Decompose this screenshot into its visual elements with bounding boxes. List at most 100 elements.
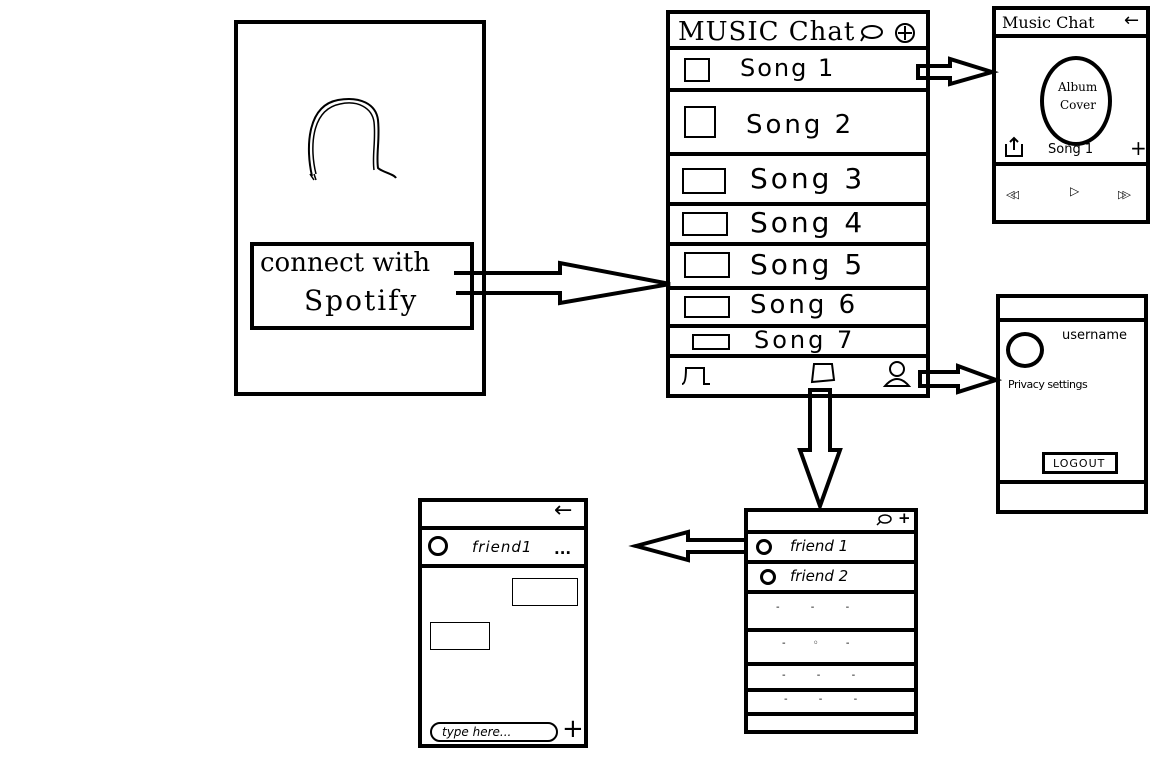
divider: [670, 202, 926, 206]
song-row[interactable]: Song 4: [670, 206, 926, 242]
placeholder-row: - - -: [748, 666, 914, 690]
search-icon[interactable]: [860, 24, 884, 42]
message-input-placeholder: type here...: [442, 725, 512, 739]
app-title: MUSIC Chat: [678, 17, 856, 47]
message-bubble-sent: [430, 622, 490, 650]
friend-avatar: [428, 536, 448, 556]
friend-avatar: [756, 539, 772, 555]
share-icon[interactable]: [1004, 136, 1024, 158]
message-input[interactable]: type here...: [430, 722, 558, 742]
divider: [670, 324, 926, 328]
placeholder-dots: - - -: [782, 670, 870, 681]
search-icon[interactable]: [876, 514, 892, 526]
divider: [422, 564, 584, 568]
song-row[interactable]: Song 2: [670, 92, 926, 152]
placeholder-dots: - - -: [784, 694, 872, 705]
song-thumbnail: [682, 212, 728, 236]
song-thumbnail: [684, 106, 716, 138]
song-row[interactable]: Song 1: [670, 50, 926, 88]
divider: [1000, 318, 1144, 322]
friend-row[interactable]: friend 2: [748, 564, 914, 590]
divider: [670, 354, 926, 358]
divider: [670, 286, 926, 290]
add-attachment-icon[interactable]: +: [562, 714, 584, 744]
profile-screen: username Privacy settings LOGOUT: [996, 294, 1148, 514]
back-icon[interactable]: ←: [1124, 10, 1140, 31]
song-title: Song 4: [750, 206, 866, 239]
avatar: [1006, 332, 1044, 368]
flow-arrow-profile-to-settings: [918, 363, 1003, 395]
flow-arrow-songs-to-player: [916, 56, 1000, 87]
divider: [748, 560, 914, 564]
logout-button[interactable]: LOGOUT: [1042, 452, 1118, 474]
divider: [422, 526, 584, 530]
song-list-screen: MUSIC Chat Song 1 Song 2 Song 3 Song 4 S…: [666, 10, 930, 398]
spotify-label: Spotify: [304, 284, 419, 317]
headphones-logo-icon: [307, 98, 397, 181]
chat-friend-name: friend1: [472, 538, 533, 556]
username-label: username: [1062, 328, 1127, 343]
song-row[interactable]: Song 5: [670, 246, 926, 286]
message-bubble-received: [512, 578, 578, 606]
play-icon[interactable]: ▷: [1070, 184, 1080, 198]
song-title: Song 7: [754, 326, 856, 354]
divider: [1000, 480, 1144, 484]
placeholder-row: - - -: [748, 594, 914, 626]
divider: [748, 688, 914, 692]
album-label: Album: [1058, 80, 1098, 94]
divider: [670, 46, 926, 50]
flow-arrow-friends-to-chat: [628, 529, 748, 563]
flow-arrow-login-to-songs: [454, 260, 671, 306]
song-thumbnail: [682, 168, 726, 194]
add-friend-icon[interactable]: +: [898, 509, 911, 527]
song-title: Song 5: [750, 248, 866, 281]
placeholder-dots: - - -: [776, 602, 864, 613]
connect-spotify-button[interactable]: connect with Spotify: [250, 242, 474, 330]
now-playing-title: Song 1: [1048, 142, 1094, 157]
connect-label: connect with: [260, 248, 431, 278]
divider: [748, 628, 914, 632]
logout-label: LOGOUT: [1053, 457, 1106, 470]
song-row[interactable]: Song 7: [670, 326, 926, 354]
divider: [996, 34, 1146, 38]
divider: [670, 242, 926, 246]
friend-row[interactable]: friend 1: [748, 534, 914, 560]
divider: [748, 712, 914, 716]
flow-arrow-chat-to-friends: [797, 388, 843, 512]
friend-avatar: [760, 569, 776, 585]
cover-label: Cover: [1060, 98, 1097, 112]
music-nav-icon[interactable]: [680, 364, 712, 386]
song-thumbnail: [684, 296, 730, 318]
song-row[interactable]: Song 6: [670, 290, 926, 324]
add-circle-icon[interactable]: [894, 22, 916, 44]
song-thumbnail: [692, 334, 730, 350]
more-options-icon[interactable]: ...: [554, 540, 572, 558]
chat-nav-icon[interactable]: [810, 360, 840, 386]
divider: [670, 88, 926, 92]
back-icon[interactable]: ←: [554, 498, 573, 523]
divider: [748, 590, 914, 594]
friend-name: friend 2: [790, 567, 849, 585]
album-cover: Album Cover: [1040, 56, 1112, 146]
song-row[interactable]: Song 3: [670, 156, 926, 202]
login-screen: connect with Spotify: [234, 20, 486, 396]
friend-name: friend 1: [790, 537, 849, 555]
song-title: Song 2: [746, 110, 855, 140]
song-title: Song 6: [750, 290, 859, 320]
divider: [670, 152, 926, 156]
friends-screen: + friend 1 friend 2 - - - - ◦ - - - - - …: [744, 508, 918, 734]
placeholder-row: - - -: [748, 692, 914, 714]
privacy-settings-link[interactable]: Privacy settings: [1008, 378, 1088, 391]
add-icon[interactable]: +: [1130, 136, 1147, 160]
placeholder-dots: - ◦ -: [782, 638, 862, 649]
divider: [748, 530, 914, 534]
placeholder-row: - ◦ -: [748, 632, 914, 660]
song-title: Song 3: [750, 162, 866, 195]
profile-nav-icon[interactable]: [882, 360, 912, 388]
song-thumbnail: [684, 252, 730, 278]
song-thumbnail: [684, 58, 710, 82]
divider: [996, 162, 1146, 166]
player-title: Music Chat: [1002, 13, 1095, 32]
divider: [748, 662, 914, 666]
